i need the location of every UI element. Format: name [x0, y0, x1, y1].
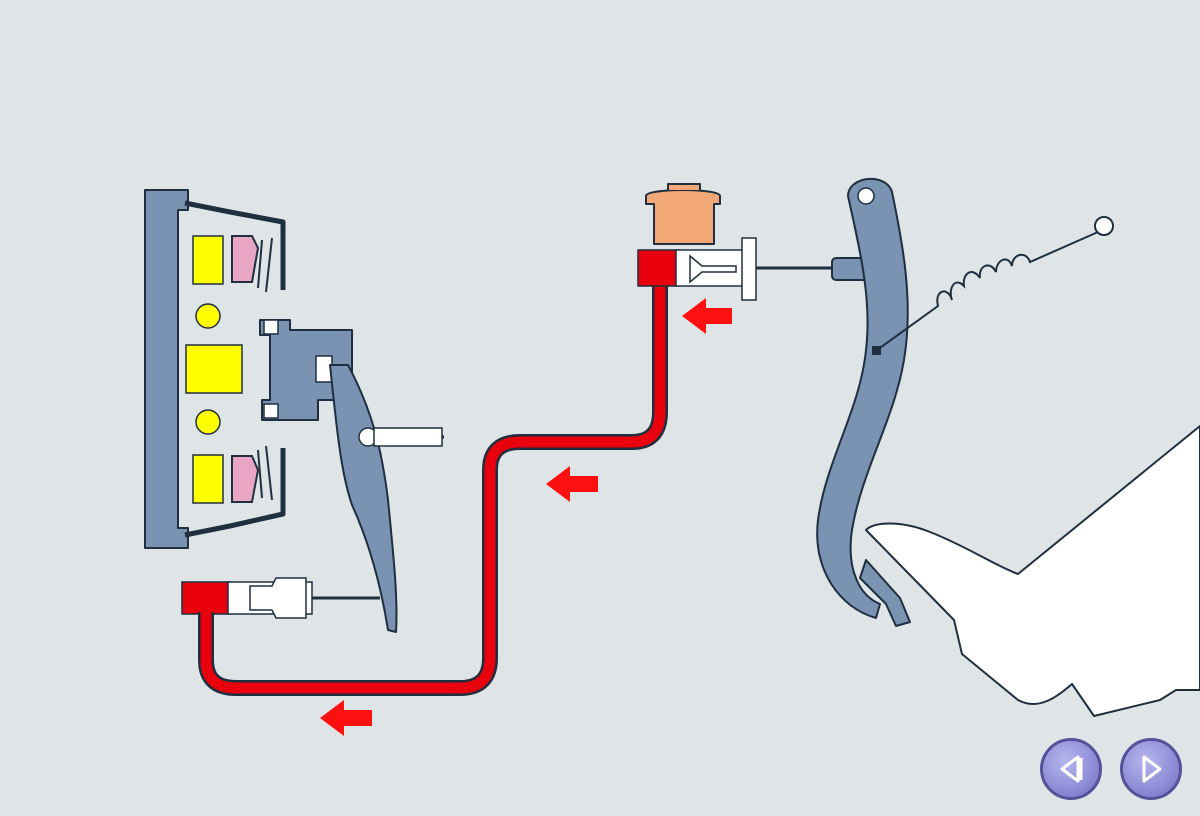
prev-icon [1054, 752, 1088, 786]
return-spring [876, 216, 1114, 351]
friction-rivet-top [195, 303, 221, 329]
pedal-pad [859, 559, 911, 627]
clutch-assembly [144, 189, 353, 549]
flow-arrow-mid [546, 466, 598, 502]
clutch-disc-hub [185, 344, 243, 394]
release-fork-arm [329, 364, 398, 633]
flow-arrow-master [682, 298, 732, 334]
next-button[interactable] [1120, 738, 1182, 800]
spring-wire [876, 231, 1099, 351]
master-piston [689, 254, 737, 284]
release-bearing [259, 319, 353, 421]
friction-pad-bottom [192, 454, 224, 504]
slave-fluid-chamber [181, 581, 231, 615]
flow-arrow-slave [320, 700, 372, 736]
hydraulic-line [200, 284, 666, 694]
flywheel [144, 189, 189, 549]
pressure-seal-top [231, 235, 260, 283]
slave-cylinder [181, 577, 380, 619]
pressure-seal-bottom [231, 455, 260, 503]
diaphragm-spring-top [257, 237, 273, 293]
fluid-reservoir [645, 189, 721, 245]
bearing-race-top [263, 319, 279, 335]
fork-pushrod-sleeve [373, 427, 443, 447]
master-fluid-chamber [637, 249, 679, 287]
reservoir-cap-knob [667, 183, 701, 190]
clutch-pedal [816, 177, 911, 627]
bearing-race-bottom [263, 403, 279, 419]
next-icon [1134, 752, 1168, 786]
prev-button[interactable] [1040, 738, 1102, 800]
slave-piston [249, 577, 307, 619]
pedal-pivot [857, 187, 875, 205]
master-flange [741, 237, 757, 301]
diaphragm-spring-bottom [257, 445, 273, 501]
friction-pad-top [192, 235, 224, 285]
release-fork [329, 364, 444, 633]
friction-rivet-bottom [195, 409, 221, 435]
spring-hook [1094, 216, 1114, 236]
clutch-pedal-arm [816, 177, 909, 619]
driver-foot [865, 425, 1200, 717]
pressure-plate-cover [184, 200, 286, 538]
